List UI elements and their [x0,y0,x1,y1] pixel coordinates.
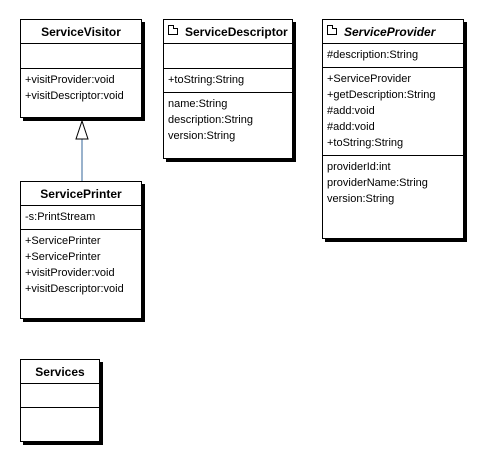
attributes-section: #description:String [323,44,463,68]
class-title: ServiceDescriptor [164,20,292,44]
class-title-label: ServiceProvider [344,25,436,39]
class-title-label: ServiceDescriptor [185,25,288,39]
operation: +toString:String [327,137,404,149]
attributes-section [21,384,99,408]
operation: +visitDescriptor:void [25,283,124,295]
attribute: -s:PrintStream [25,211,96,223]
operation: +visitProvider:void [25,74,115,86]
class-title: ServiceProvider [323,20,463,44]
class-icon [327,25,337,35]
attribute: #description:String [327,49,419,61]
class-icon [168,25,178,35]
operations-section: +ServicePrinter +ServicePrinter +visitPr… [21,230,141,301]
operation: #add:void [327,105,375,117]
properties-section: providerId:int providerName:String versi… [323,156,463,211]
property: version:String [168,130,236,142]
property: name:String [168,98,228,110]
attributes-section [164,44,292,69]
class-service-printer[interactable]: ServicePrinter -s:PrintStream +ServicePr… [20,181,142,319]
properties-section: name:String description:String version:S… [164,93,292,148]
class-title: Services [21,360,99,384]
property: version:String [327,193,395,205]
operation: +ServicePrinter [25,251,101,263]
operations-section: +ServiceProvider +getDescription:String … [323,68,463,156]
class-service-provider[interactable]: ServiceProvider #description:String +Ser… [322,19,464,239]
generalization-arrowhead [75,119,89,140]
property: description:String [168,114,253,126]
operations-section: +visitProvider:void +visitDescriptor:voi… [21,69,141,108]
operation: +ServiceProvider [327,73,412,85]
class-service-visitor[interactable]: ServiceVisitor +visitProvider:void +visi… [20,19,142,118]
operation: #add:void [327,121,375,133]
class-service-descriptor[interactable]: ServiceDescriptor +toString:String name:… [163,19,293,159]
operations-section [21,408,99,415]
operation: +visitDescriptor:void [25,90,124,102]
property: providerId:int [327,161,391,173]
attributes-section [21,44,141,69]
operations-section: +toString:String [164,69,292,93]
operation: +getDescription:String [327,89,436,101]
operation: +toString:String [168,74,245,86]
class-title: ServiceVisitor [21,20,141,44]
property: providerName:String [327,177,428,189]
class-services[interactable]: Services [20,359,100,442]
class-title: ServicePrinter [21,182,141,206]
operation: +ServicePrinter [25,235,101,247]
operation: +visitProvider:void [25,267,115,279]
attributes-section: -s:PrintStream [21,206,141,230]
